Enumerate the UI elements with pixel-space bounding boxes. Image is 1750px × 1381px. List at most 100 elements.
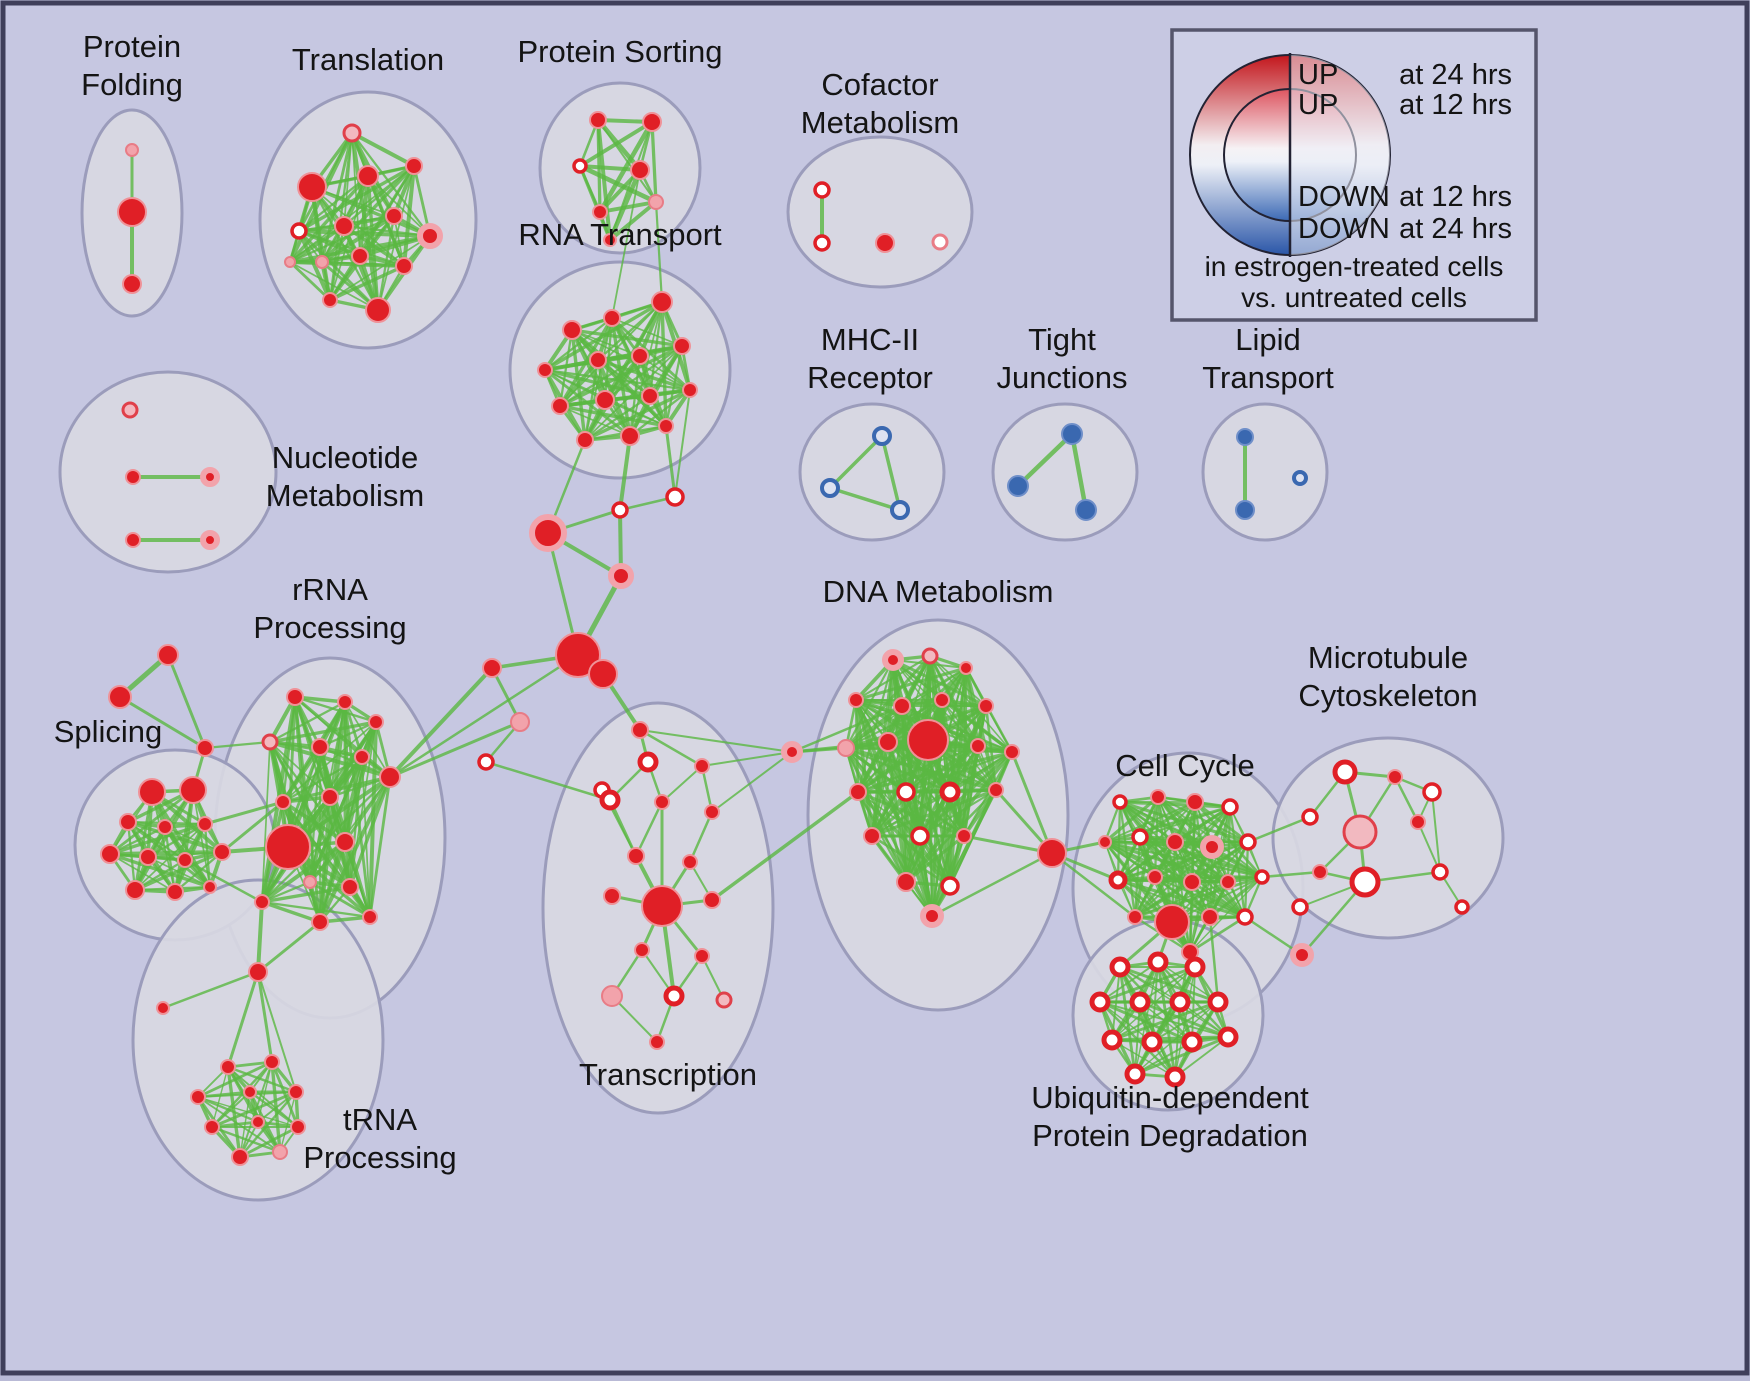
node-ps6 bbox=[603, 233, 617, 247]
edge bbox=[220, 800, 285, 854]
edge bbox=[856, 790, 952, 888]
node-rt7 bbox=[551, 397, 569, 415]
cluster-ellipse-trna bbox=[131, 878, 385, 1202]
edge bbox=[203, 800, 285, 826]
edge bbox=[297, 164, 416, 233]
edge bbox=[607, 167, 643, 243]
node-nm1 bbox=[125, 469, 141, 485]
edge bbox=[1417, 821, 1441, 873]
edge bbox=[1191, 966, 1196, 1043]
edge bbox=[1151, 1001, 1219, 1043]
node-cf1 bbox=[813, 234, 831, 252]
node-tn9 bbox=[290, 1119, 306, 1135]
node-tn11 bbox=[272, 1144, 288, 1160]
edge bbox=[344, 841, 371, 918]
node-d15 bbox=[988, 782, 1004, 798]
edge bbox=[211, 1066, 229, 1128]
node-sp0 bbox=[138, 778, 166, 806]
edge bbox=[1133, 880, 1194, 919]
edge bbox=[134, 823, 206, 891]
edge bbox=[710, 790, 860, 902]
node-c13 bbox=[1254, 869, 1270, 885]
node-c6 bbox=[1166, 833, 1184, 851]
node-rt0 bbox=[562, 320, 582, 340]
edge bbox=[368, 775, 392, 919]
edge bbox=[328, 264, 406, 302]
node-u8 bbox=[1141, 1031, 1163, 1053]
node-u10 bbox=[1217, 1026, 1239, 1048]
edge bbox=[870, 788, 998, 838]
edge bbox=[1153, 875, 1212, 919]
node-m5 bbox=[1410, 814, 1426, 830]
edge bbox=[597, 119, 655, 215]
node-d3 bbox=[848, 692, 864, 708]
node-m4 bbox=[1342, 814, 1378, 850]
edge bbox=[1099, 1001, 1229, 1038]
node-T11 bbox=[634, 942, 650, 958]
node-c0 bbox=[1112, 794, 1128, 810]
edge bbox=[281, 745, 322, 804]
node-s7 bbox=[510, 712, 530, 732]
node-tj0 bbox=[1061, 423, 1083, 445]
edge bbox=[1173, 840, 1230, 884]
node-c5 bbox=[1131, 828, 1149, 846]
edge bbox=[297, 174, 370, 233]
edge bbox=[618, 434, 632, 512]
edge bbox=[164, 826, 223, 853]
edge bbox=[828, 486, 902, 512]
node-tl3 bbox=[405, 157, 423, 175]
edge bbox=[930, 788, 998, 918]
legend-up24-dir: UP bbox=[1298, 59, 1338, 91]
edge bbox=[578, 164, 642, 172]
node-lp0 bbox=[1236, 428, 1254, 446]
cluster-label-translation: Translation bbox=[292, 42, 444, 77]
edge bbox=[886, 698, 944, 744]
edge bbox=[268, 740, 392, 779]
node-s4 bbox=[555, 632, 601, 678]
edge bbox=[318, 775, 392, 924]
edge bbox=[603, 344, 684, 402]
node-sp11 bbox=[203, 880, 217, 894]
edge bbox=[297, 229, 380, 312]
node-d18 bbox=[956, 828, 972, 844]
edge bbox=[1104, 801, 1196, 843]
node-r4 bbox=[311, 738, 329, 756]
node-r8 bbox=[321, 788, 339, 806]
node-d5 bbox=[934, 692, 950, 708]
edge bbox=[1208, 875, 1264, 919]
cluster-label-transcription: Transcription bbox=[579, 1057, 757, 1092]
node-pf0 bbox=[125, 143, 139, 157]
edge bbox=[196, 1095, 260, 1124]
edge bbox=[1116, 878, 1247, 919]
node-tl0 bbox=[342, 123, 362, 143]
legend-up12-dir: UP bbox=[1298, 89, 1338, 121]
node-d19 bbox=[896, 872, 916, 892]
node-d16 bbox=[863, 827, 881, 845]
node-c15 bbox=[1154, 904, 1190, 940]
node-ps1 bbox=[642, 112, 662, 132]
edge bbox=[844, 704, 904, 750]
node-r1 bbox=[337, 694, 353, 710]
edge bbox=[260, 880, 312, 904]
node-c7 bbox=[1200, 835, 1224, 859]
legend-caption-line1: in estrogen-treated cells bbox=[1205, 251, 1504, 282]
node-rt12 bbox=[620, 426, 640, 446]
node-s3 bbox=[608, 563, 634, 589]
node-tn0 bbox=[248, 962, 268, 982]
node-c8 bbox=[1239, 833, 1257, 851]
node-T12 bbox=[694, 948, 710, 964]
edge bbox=[870, 790, 952, 838]
node-s5 bbox=[588, 659, 618, 689]
edge bbox=[268, 700, 347, 744]
node-rt13 bbox=[658, 418, 674, 434]
node-r5 bbox=[354, 749, 370, 765]
edge bbox=[388, 720, 522, 779]
node-T6 bbox=[627, 847, 645, 865]
node-m0 bbox=[1332, 759, 1358, 785]
node-rt6 bbox=[673, 337, 691, 355]
cluster-ellipse-microtubule bbox=[1271, 736, 1505, 940]
node-tl12 bbox=[322, 292, 338, 308]
